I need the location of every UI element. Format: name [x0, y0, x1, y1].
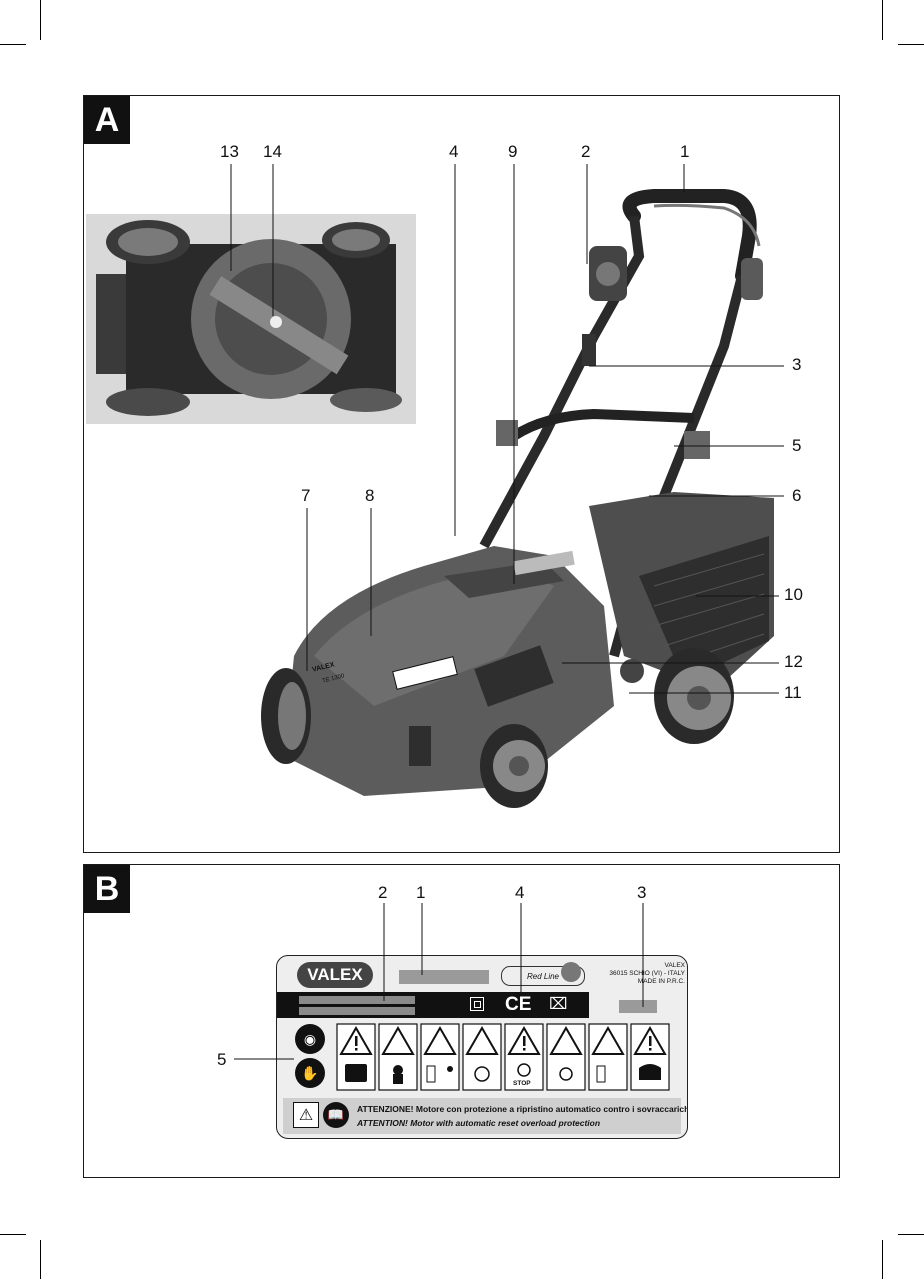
crop-mark [0, 1234, 26, 1235]
figure-panel-b: B 2 1 4 3 5 VALEX Red Line VALEX 36015 S… [83, 864, 840, 1178]
leader-lines-b [84, 865, 841, 1179]
crop-mark [898, 44, 924, 45]
crop-mark [40, 0, 41, 40]
figure-panel-a: A [83, 95, 840, 853]
crop-mark [40, 1240, 41, 1279]
crop-mark [0, 44, 26, 45]
crop-mark [882, 0, 883, 40]
crop-mark [882, 1240, 883, 1279]
crop-mark [898, 1234, 924, 1235]
leader-lines-a [84, 96, 841, 854]
